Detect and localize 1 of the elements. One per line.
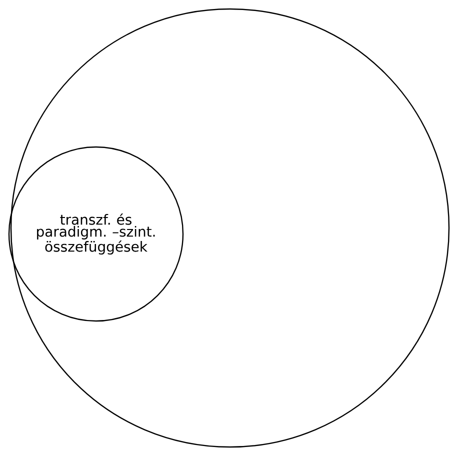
circle [10,8,450,448]
